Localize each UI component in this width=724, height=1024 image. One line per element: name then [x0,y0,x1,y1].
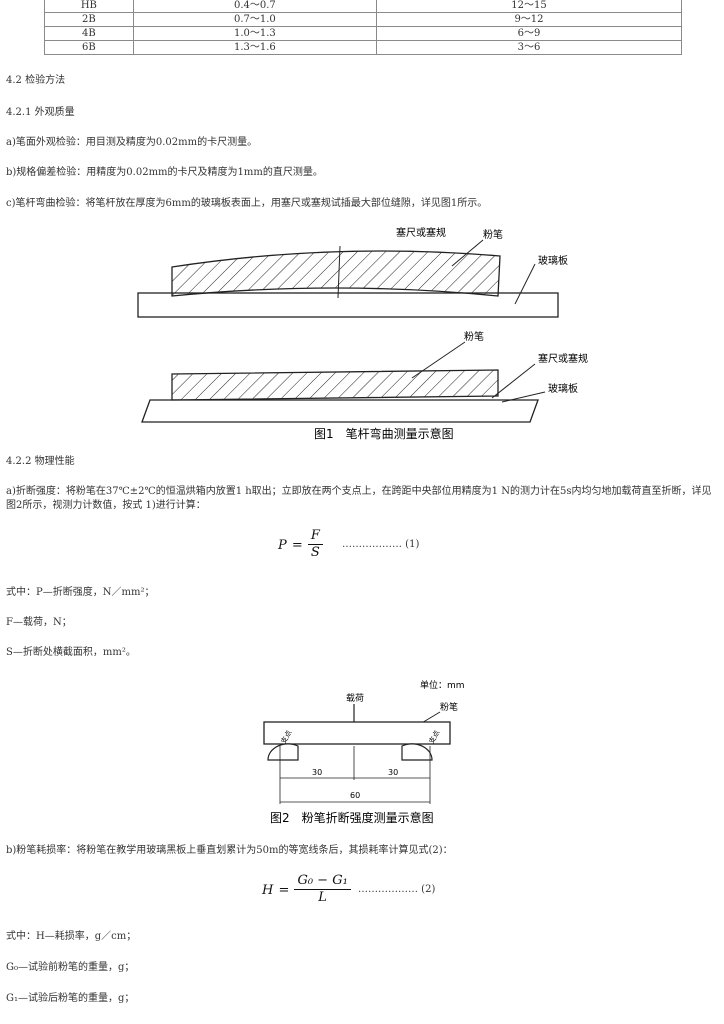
equation-1: P = F S [278,528,323,561]
figure-1: 塞尺或塞规 粉笔 玻璃板 粉笔 塞尺或塞规 玻璃板 图1 笔杆弯曲测量示意图 [137,226,588,441]
section-4-2-1-heading: 4.2.1 外观质量 [6,107,75,118]
glass-plate-top [137,292,559,318]
eq1-denominator: S [310,545,320,560]
table-cell: 1.0～1.3 [132,26,377,41]
dim-right: 30 [388,768,398,777]
eq1-numerator: F [307,528,323,545]
eq2-lhs: H [262,883,274,898]
para-wear-rate: b)粉笔耗损率：将粉笔在教学用玻璃黑板上垂直划累计为50m的等宽线条后，其损耗率… [6,845,453,856]
table-cell: 0.4～0.7 [132,0,377,13]
glass-plate-bottom [141,399,539,423]
def-g1: G₁—试验后粉笔的重量，g； [6,993,135,1004]
eq2-denominator: L [318,890,327,905]
para-appearance: a)笔面外观检验：用目测及精度为0.02mm的卡尺测量。 [6,137,258,148]
def-s: S—折断处横截面积，mm²。 [6,647,136,658]
def-f: F—载荷，N； [6,617,72,628]
label-chalk-bottom: 粉笔 [464,330,484,343]
para-spec: b)规格偏差检验：用精度为0.02mm的卡尺及精度为1mm的直尺测量。 [6,167,323,178]
glass-leader-top [514,263,536,305]
support-left [267,743,299,761]
eq1-equals: = [291,538,303,553]
eq1-lhs: P [278,538,287,553]
def-p: 式中：P—折断强度，N／mm²； [6,587,155,598]
dim-left: 30 [312,768,322,777]
para-bend: c)笔杆弯曲检验：将笔杆放在厚度为6mm的玻璃板表面上，用塞尺或塞规试插最大部位… [6,198,488,209]
eq2-fraction: G₀ − G₁ L [294,873,351,906]
table-cell: 3～6 [375,40,683,55]
table-cell: HB [44,0,134,13]
def-h: 式中：H—耗损率，g／cm； [6,931,137,942]
chalk-label: 粉笔 [440,701,458,713]
eq2-number: ……………… (2) [358,884,436,895]
table-cell: 1.3～1.6 [132,40,377,55]
def-g0: G₀—试验前粉笔的重量，g； [6,962,135,973]
table-cell: 0.7～1.0 [132,12,377,27]
figure-2: 单位：mm 载荷 粉笔 支点 支点 30 30 60 图2 粉笔折断强度测量示意… [263,679,465,825]
table-cell: 4B [44,26,134,41]
label-feeler-top: 塞尺或塞规 [396,226,446,239]
eq2-equals: = [278,883,290,898]
eq1-number: ……………… (1) [342,539,420,550]
label-glass-top: 玻璃板 [538,254,568,267]
eq1-fraction: F S [307,528,323,561]
unit-label: 单位：mm [420,679,465,691]
equation-2: H = G₀ − G₁ L [262,873,351,906]
label-chalk-top: 粉笔 [483,228,503,241]
chalk-bar [263,721,451,745]
glass-leader-bottom [501,391,546,403]
table-cell: 9～12 [375,12,683,27]
table-cell: 12～15 [375,0,683,13]
chalk-straight [171,369,499,401]
label-feeler-bottom: 塞尺或塞规 [538,352,588,365]
chalk-leader-top [451,239,484,267]
figure-1-caption: 图1 笔杆弯曲测量示意图 [314,426,454,441]
table-cell: 2B [44,12,134,27]
table-cell: 6B [44,40,134,55]
feeler-leader-bottom [491,363,536,399]
load-label: 载荷 [346,692,364,704]
section-4-2-2-heading: 4.2.2 物理性能 [6,456,75,467]
chalk-curved [171,250,501,297]
feeler-leader-top [337,245,341,299]
chalk-leader-bottom [411,341,466,379]
para-break-strength: a)折断强度：将粉笔在37℃±2℃的恒温烘箱内放置1 h取出；立即放在两个支点上… [6,486,712,511]
dim-total: 60 [350,791,360,800]
support-right [401,743,433,761]
table-cell: 6～9 [375,26,683,41]
label-glass-bottom: 玻璃板 [548,382,578,395]
section-4-2-heading: 4.2 检验方法 [6,75,66,86]
figure-2-caption: 图2 粉笔折断强度测量示意图 [270,810,434,825]
eq2-numerator: G₀ − G₁ [294,873,351,890]
